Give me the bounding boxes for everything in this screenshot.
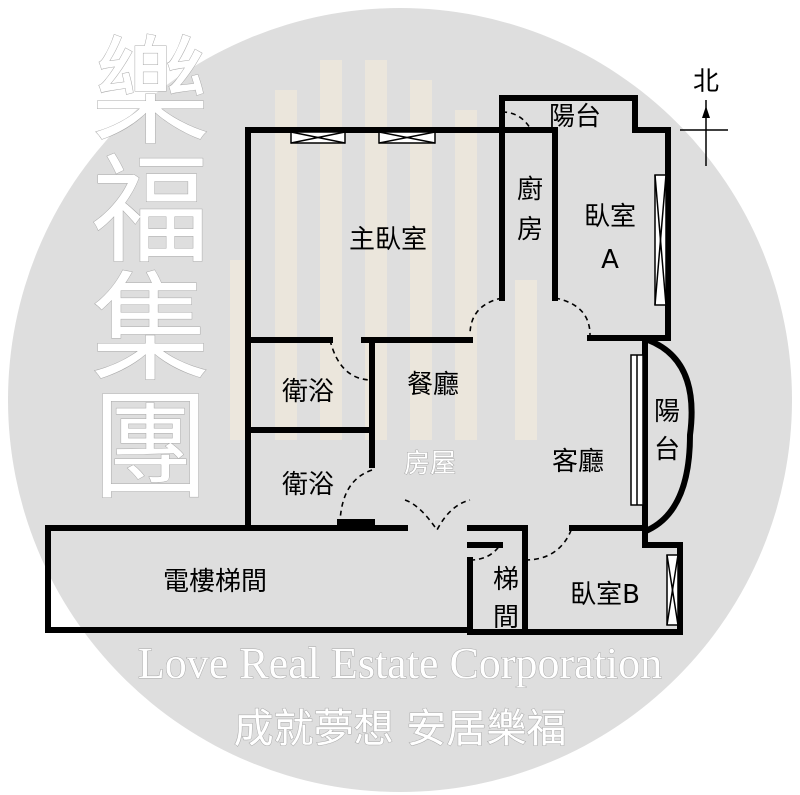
watermark-english: Love Real Estate Corporation — [138, 639, 662, 688]
room-kitchen-2: 房 — [517, 215, 543, 245]
room-dining: 餐廳 — [407, 370, 459, 400]
door-swings — [329, 111, 591, 561]
room-bath-2: 衛浴 — [282, 470, 334, 500]
building-watermark-icon — [230, 60, 537, 440]
watermark-slogan: 成就夢想 安居樂福 — [234, 706, 567, 752]
walls — [45, 95, 695, 635]
room-bedroom-a-1: 臥室 — [584, 202, 636, 232]
room-bath-1: 衛浴 — [282, 377, 334, 407]
windows — [290, 131, 679, 626]
watermark-small-brand: 房屋 — [404, 449, 456, 479]
watermark-brand: 樂福集團 — [71, 30, 209, 502]
room-master-bedroom: 主臥室 — [349, 225, 427, 255]
room-stair-1: 梯 — [493, 565, 519, 595]
room-elevator-hall: 電樓梯間 — [163, 567, 267, 597]
room-balcony-top: 陽台 — [549, 102, 601, 132]
room-balcony-right-1: 陽 — [654, 397, 680, 427]
background-circle — [8, 8, 792, 792]
room-living: 客廳 — [552, 447, 604, 477]
room-bedroom-a-2: A — [601, 245, 619, 275]
room-bedroom-b: 臥室B — [570, 580, 640, 610]
room-kitchen-1: 廚 — [517, 175, 543, 205]
north-label: 北 — [693, 67, 719, 97]
north-arrow-icon — [680, 100, 728, 166]
room-balcony-right-2: 台 — [654, 435, 680, 465]
room-stair-2: 間 — [493, 603, 519, 633]
